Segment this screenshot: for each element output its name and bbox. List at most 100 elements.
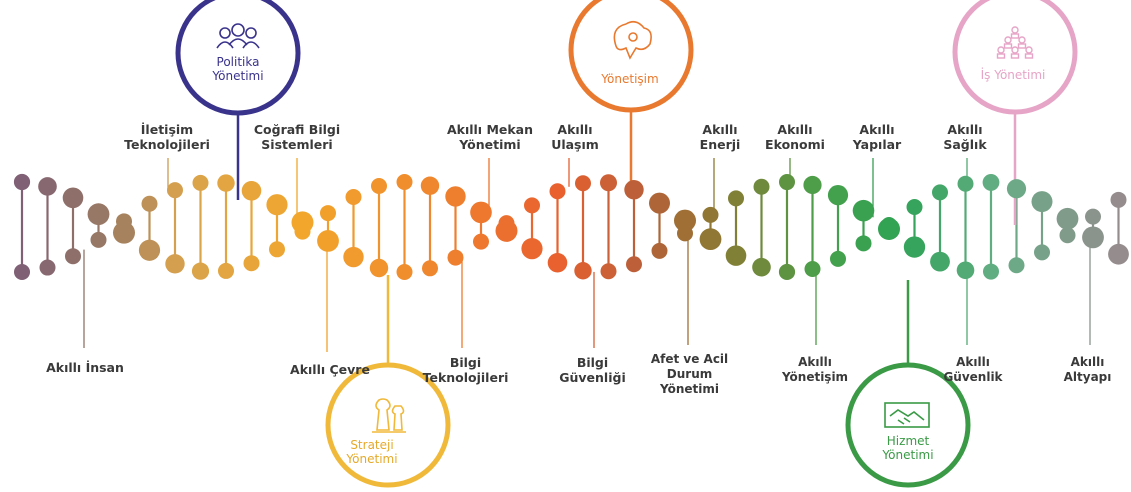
helix-bead <box>320 205 336 222</box>
helix-bead <box>830 250 846 267</box>
helix-bead <box>752 257 771 277</box>
helix-bead <box>881 216 897 233</box>
label-akilli-ulasim: Akıllı Ulaşım <box>551 122 599 152</box>
helix-bead <box>1008 257 1025 274</box>
helix-bead <box>138 239 161 261</box>
helix-bead <box>62 187 84 209</box>
label-akilli-ekonomi: Akıllı Ekonomi <box>765 122 825 152</box>
helix-bead <box>753 178 770 195</box>
helix-bead <box>266 194 288 216</box>
helix-bead <box>804 261 821 278</box>
helix-bead <box>420 176 440 195</box>
helix-bead <box>855 235 872 252</box>
helix-bead <box>269 241 285 258</box>
helix-bead <box>725 245 747 266</box>
helix-bead <box>624 180 644 200</box>
helix-bead <box>218 262 234 279</box>
helix-bead <box>600 174 617 192</box>
label-bilgi-guvenligi: Bilgi Güvenliği <box>559 355 626 385</box>
helix-bead <box>649 192 670 214</box>
helix-bead <box>1056 207 1079 230</box>
helix-bead <box>983 263 999 280</box>
helix-bead <box>1110 191 1127 208</box>
helix-bead <box>217 174 235 192</box>
label-akilli-saglik: Akıllı Sağlık <box>943 122 987 152</box>
helix-bead <box>422 260 438 277</box>
helix-bead <box>702 206 719 223</box>
circle-hizmet <box>845 362 971 488</box>
helix-bead <box>779 174 795 191</box>
helix-bead <box>396 174 413 191</box>
people-group-icon <box>216 23 260 49</box>
helix-bead <box>575 175 591 192</box>
helix-bead <box>674 209 696 232</box>
helix-bead <box>396 263 413 280</box>
helix-bead <box>957 175 974 192</box>
helix-bead <box>38 177 57 196</box>
circle-title-is-yonetimi: İş Yönetimi <box>980 68 1046 82</box>
helix-bead <box>447 249 464 266</box>
helix-bead <box>343 246 364 268</box>
helix-bead <box>243 255 260 272</box>
circle-politika <box>175 0 301 116</box>
helix-bead <box>191 262 210 280</box>
circle-title-yonetisim: Yönetişim <box>601 72 659 86</box>
helix-bead <box>1082 226 1104 249</box>
label-akilli-insan: Akıllı İnsan <box>46 360 124 375</box>
helix-bead <box>1006 179 1027 199</box>
helix-bead <box>699 228 722 251</box>
helix-bead <box>141 195 158 212</box>
label-akilli-altyapi: Akıllı Altyapı <box>1063 355 1112 384</box>
helix-bead <box>167 182 183 199</box>
label-akilli-cevre: Akıllı Çevre <box>290 362 370 377</box>
helix-bead <box>165 254 185 274</box>
helix-bead <box>651 242 668 259</box>
helix-bead <box>39 259 56 276</box>
circle-title-hizmet-yonetimi: Hizmet Yönetimi <box>882 434 934 462</box>
label-iletisim-teknolojileri: İletişim Teknolojileri <box>124 122 210 152</box>
helix-bead <box>547 252 568 273</box>
helix-bead <box>930 251 950 272</box>
helix-bead <box>574 262 592 280</box>
helix-bead <box>498 215 515 232</box>
helix-bead <box>87 203 110 226</box>
helix-bead <box>371 177 387 194</box>
helix-bead <box>956 261 975 280</box>
label-afet-ve-acil-durum-yonetimi: Afet ve Acil Durum Yönetimi <box>650 352 729 396</box>
helix-bead <box>626 256 642 273</box>
helix-bead <box>13 173 31 191</box>
helix-bead <box>982 174 1000 191</box>
helix-bead <box>113 221 135 244</box>
helix-bead <box>317 230 339 252</box>
helix-bead <box>470 201 492 224</box>
helix-bead <box>549 183 566 200</box>
label-akilli-yapilar: Akıllı Yapılar <box>852 122 902 152</box>
helix-bead <box>65 248 81 265</box>
label-akilli-yonetisim: Akıllı Yönetişim <box>781 355 849 384</box>
helix-bead <box>932 184 948 201</box>
helix-bead <box>291 211 314 234</box>
circle-is <box>952 0 1078 115</box>
circle-title-strateji-yonetimi: Strateji Yönetimi <box>346 438 398 466</box>
circle-title-politika-yonetimi: Politika Yönetimi <box>212 55 264 83</box>
helix-bead <box>1108 243 1129 265</box>
helix-bead <box>1031 191 1053 213</box>
helix-bead <box>14 263 30 280</box>
chess-pieces-icon <box>372 398 406 433</box>
helix-bead <box>445 186 466 207</box>
helix-bead <box>521 238 543 260</box>
helix-bead <box>778 263 796 281</box>
helix-bead <box>345 188 362 205</box>
helix-bead <box>803 175 822 195</box>
helix-bead <box>473 233 489 250</box>
label-akilli-guvenlik: Akıllı Güvenlik <box>943 355 1003 384</box>
helix-bead <box>852 199 875 222</box>
helix-bead <box>903 236 926 258</box>
helix-bead <box>524 197 540 214</box>
label-akilli-mekan-yonetimi: Akıllı Mekan Yönetimi <box>446 122 534 152</box>
helix-bead <box>116 213 132 230</box>
helix-bead <box>906 198 923 215</box>
helix-bead <box>600 263 617 280</box>
